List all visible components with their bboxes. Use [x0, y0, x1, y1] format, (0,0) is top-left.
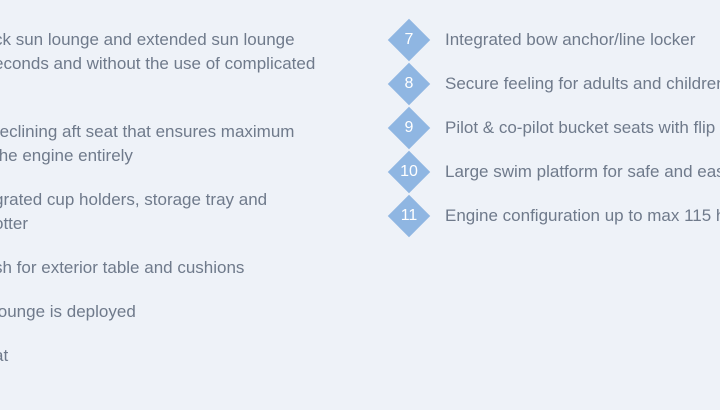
feature-item-10: 10 Large swim platform for safe and eas — [387, 150, 720, 197]
feature-text-line: otter — [0, 214, 29, 233]
feature-item-7: 7 Integrated bow anchor/line locker — [387, 18, 720, 65]
feature-item-11: 11 Engine configuration up to max 115 h — [387, 194, 720, 241]
feature-item-text: Pilot & co-pilot bucket seats with flip — [445, 118, 716, 137]
feature-text-line: at — [0, 346, 9, 365]
feature-item-9: 9 Pilot & co-pilot bucket seats with fli… — [387, 106, 720, 153]
feature-item-text: Large swim platform for safe and eas — [445, 162, 720, 181]
badge-number: 10 — [400, 163, 418, 180]
feature-item-text: Integrated bow anchor/line locker — [445, 30, 696, 49]
feature-item-text: Engine configuration up to max 115 h — [445, 206, 720, 225]
feature-text-line: econds and without the use of complicate… — [0, 54, 316, 73]
feature-item-text: Secure feeling for adults and children — [445, 74, 720, 93]
badge-number: 7 — [404, 31, 414, 48]
feature-text-line: grated cup holders, storage tray and — [0, 190, 268, 209]
feature-text-line: lounge is deployed — [0, 302, 136, 321]
feature-item-8: 8 Secure feeling for adults and children — [387, 62, 720, 109]
feature-text-line: ck sun lounge and extended sun lounge — [0, 30, 295, 49]
badge-number: 9 — [404, 119, 414, 136]
feature-text-line: the engine entirely — [0, 146, 133, 165]
feature-text-line: reclining aft seat that ensures maximum — [0, 122, 295, 141]
feature-text-line: sh for exterior table and cushions — [0, 258, 245, 277]
badge-number: 8 — [404, 75, 414, 92]
badge-number: 11 — [400, 207, 418, 224]
